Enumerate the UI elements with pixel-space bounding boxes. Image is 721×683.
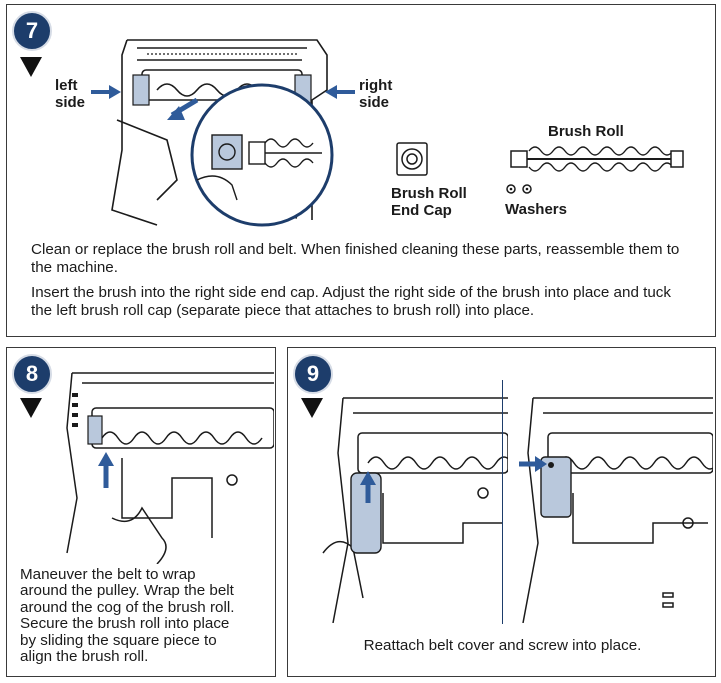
right-side-label-line: right (359, 77, 393, 94)
right-side-arrow-icon (325, 85, 355, 99)
right-side-label-line: side (359, 94, 390, 111)
belt-cover-attach-illustration (322, 397, 508, 623)
step-arrow-icon (20, 57, 42, 77)
step-8-text-line: around the cog of the brush roll. (20, 598, 235, 616)
step-9-panel: 9 Reattac (287, 347, 716, 677)
step-8-text-line: Secure the brush roll into place (20, 615, 230, 633)
step-number-badge: 7 (12, 11, 52, 51)
step-8-text-line: by sliding the square piece to (20, 631, 217, 649)
left-side-label-line: left (55, 77, 78, 94)
end-cap-label-line: Brush Roll (391, 185, 467, 202)
step-arrow-icon (20, 398, 42, 418)
divider (502, 380, 503, 624)
step-7-panel: 7 (6, 4, 716, 337)
brush-roll-icon (510, 146, 684, 172)
left-side-label-line: side (55, 94, 86, 111)
step-7-paragraph-1: Clean or replace the brush roll and belt… (31, 241, 680, 276)
step-number-badge: 9 (293, 354, 333, 394)
step-arrow-icon (301, 398, 323, 418)
left-side-arrow-icon (91, 85, 121, 99)
end-cap-icon (396, 142, 428, 176)
step-8-panel: 8 Maneuver the belt to wrap around the p… (6, 347, 276, 677)
step-9-instructions: Reattach belt cover and screw into place… (363, 637, 642, 654)
left-side-label: left side (55, 77, 85, 111)
washers-icon (506, 184, 532, 194)
step-8-text-line: align the brush roll. (20, 648, 149, 666)
washers-label: Washers (505, 201, 567, 218)
step-8-text-line: around the pulley. Wrap the belt (20, 582, 234, 600)
right-side-label: right side (359, 77, 392, 111)
belt-pulley-illustration (66, 372, 274, 564)
brush-roll-install-illustration (111, 39, 334, 227)
screw-cover-illustration (519, 397, 713, 623)
end-cap-label-line: End Cap (391, 202, 452, 219)
step-8-instructions: Maneuver the belt to wrap around the pul… (20, 566, 270, 666)
end-cap-label: Brush Roll End Cap (391, 185, 467, 219)
step-7-paragraph-2: Insert the brush into the right side end… (31, 284, 671, 319)
step-8-text-line: Maneuver the belt to wrap (20, 566, 196, 583)
brush-roll-label: Brush Roll (548, 123, 624, 140)
step-number-badge: 8 (12, 354, 52, 394)
